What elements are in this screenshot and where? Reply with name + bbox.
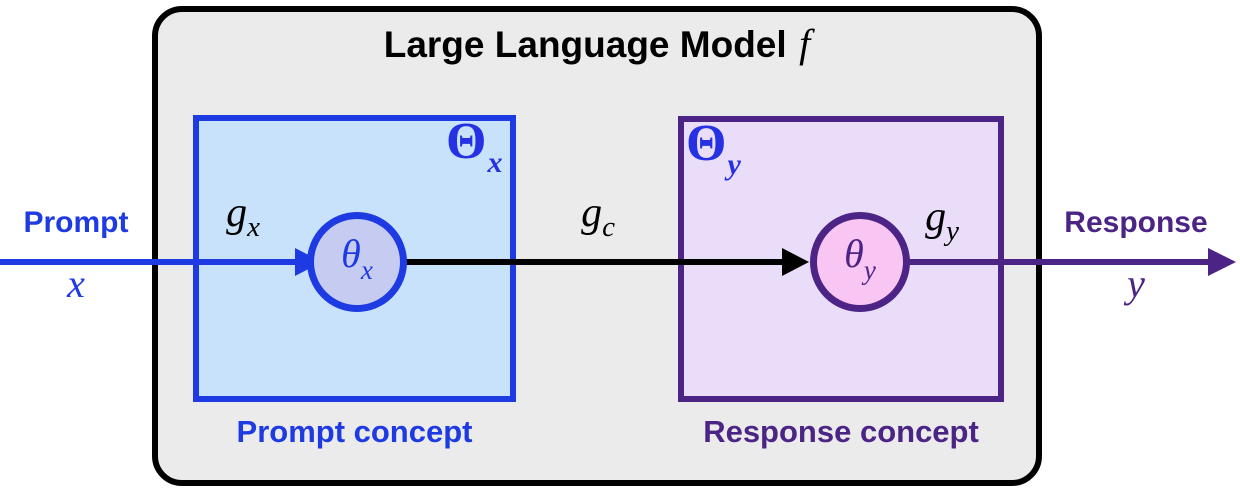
diagram-title: Large Language Model f <box>152 20 1042 67</box>
gx-mapping-label: gx <box>208 192 278 248</box>
gy-subscript: y <box>946 215 959 247</box>
llm-title-text: Large Language Model <box>383 24 787 65</box>
prompt-input-symbol: x <box>67 261 85 306</box>
response-space-subscript: y <box>727 148 741 181</box>
response-arrow <box>908 248 1236 276</box>
gc-symbol: g <box>581 190 603 236</box>
gx-subscript: x <box>247 211 260 243</box>
gx-symbol: g <box>226 190 248 236</box>
prompt-concept-caption: Prompt concept <box>236 414 473 449</box>
prompt-param-subscript: x <box>360 255 373 285</box>
gc-mapping-label: gc <box>558 192 638 248</box>
prompt-param-node: θx <box>307 212 407 312</box>
response-output-label: Response <box>1064 206 1208 239</box>
gy-symbol: g <box>925 194 947 240</box>
response-param-subscript: y <box>863 255 876 285</box>
response-param-node: θy <box>810 212 910 312</box>
prompt-space-subscript: x <box>487 146 503 179</box>
prompt-input-label: Prompt <box>23 206 129 239</box>
response-param-symbol: θ <box>844 231 864 276</box>
response-output-symbol: y <box>1127 261 1145 306</box>
concept-transfer-arrow <box>404 248 809 276</box>
prompt-param-label: θx <box>341 234 373 290</box>
response-space-symbol: Θ <box>686 115 727 172</box>
llm-function-symbol: f <box>799 21 811 66</box>
gy-mapping-label: gy <box>902 196 982 252</box>
prompt-space-label: Θx <box>446 116 502 189</box>
response-concept-caption: Response concept <box>703 414 979 449</box>
prompt-space-symbol: Θ <box>446 113 487 170</box>
response-space-label: Θy <box>686 118 741 191</box>
prompt-param-symbol: θ <box>341 231 361 276</box>
gc-subscript: c <box>602 211 615 243</box>
response-param-label: θy <box>844 234 876 290</box>
